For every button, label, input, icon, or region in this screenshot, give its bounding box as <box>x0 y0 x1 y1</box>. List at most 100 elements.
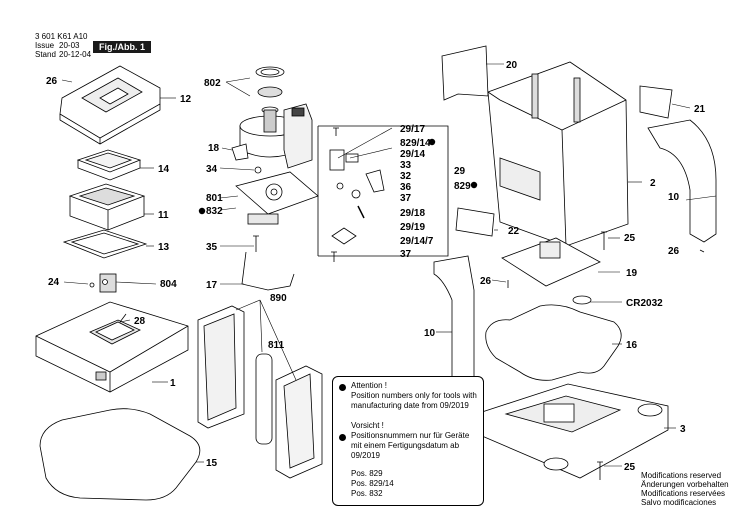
part-cr2032-battery <box>572 295 592 305</box>
notice-pos-832: Pos. 832 <box>351 489 383 498</box>
notice-en-text: Position numbers only for tools with man… <box>351 391 477 410</box>
part-18-bracket <box>231 143 249 161</box>
document-header: 3 601 K61 A10 Issue 20-03 Stand 20-12-04 <box>35 32 91 59</box>
label-22: 22 <box>508 226 520 237</box>
stand-label: Stand <box>35 50 56 59</box>
label-14: 14 <box>158 164 170 175</box>
notice-bullet-en <box>339 384 346 391</box>
part-12-top-cover <box>59 65 161 145</box>
label-21: 21 <box>694 104 706 115</box>
part-1-housing <box>35 301 189 393</box>
part-802-rotor <box>239 66 313 169</box>
issue-label: Issue <box>35 41 55 50</box>
doc-number: 3 601 K61 A10 <box>35 32 88 41</box>
part-3-base <box>481 383 669 479</box>
notice-pos-829: Pos. 829 <box>351 469 383 478</box>
label-19: 19 <box>626 268 638 279</box>
part-804-sensor <box>89 273 117 293</box>
label-11: 11 <box>158 210 169 221</box>
label-cr2032: CR2032 <box>626 298 663 309</box>
part-14-frame <box>76 149 142 181</box>
mod-line-en: Modifications reserved <box>641 471 722 480</box>
part-890-battery <box>197 305 323 479</box>
label-801: 801 <box>206 193 223 204</box>
part-2-housing <box>487 61 629 247</box>
label-35: 35 <box>206 242 218 253</box>
part-21-label <box>639 85 673 119</box>
group-29-bracket <box>317 125 449 257</box>
screw-26b <box>699 249 705 253</box>
label-10-right: 10 <box>668 192 680 203</box>
screw-25b <box>597 461 603 480</box>
label-3: 3 <box>680 424 686 435</box>
mod-line-fr: Modifications reservées <box>641 489 726 498</box>
label-29-14-7: 29/14/7 <box>400 236 434 247</box>
notice-bullet-de <box>339 434 346 441</box>
label-36: 36 <box>400 182 412 193</box>
part-20-label <box>441 45 489 101</box>
label-29-19: 29/19 <box>400 222 425 233</box>
label-37b: 37 <box>400 249 412 260</box>
notice-de-text: Positionsnummern nur für Geräte mit eine… <box>351 431 470 460</box>
issue-value: 20-03 <box>59 41 80 50</box>
part-19-pcb <box>501 237 601 287</box>
small-parts-column <box>329 127 385 262</box>
notice-de-title: Vorsicht ! <box>351 421 384 430</box>
label-28: 28 <box>134 316 146 327</box>
part-16-seal <box>485 304 622 381</box>
bullet-832 <box>198 207 206 215</box>
label-18: 18 <box>208 143 220 154</box>
stand-value: 20-12-04 <box>59 50 92 59</box>
label-26: 26 <box>46 76 58 87</box>
part-801-board <box>235 171 319 225</box>
notice-pos-829-14: Pos. 829/14 <box>351 479 394 488</box>
label-34: 34 <box>206 164 218 175</box>
leader-lines <box>61 63 717 467</box>
mod-line-de: Änderungen vorbehalten <box>641 480 729 489</box>
part-11-window <box>68 183 146 231</box>
label-17: 17 <box>206 280 218 291</box>
mod-line-es: Salvo modificaciones <box>641 498 717 507</box>
modifications-note: Modifications reserved Änderungen vorbeh… <box>641 471 729 507</box>
label-890: 890 <box>270 293 287 304</box>
label-12: 12 <box>180 94 192 105</box>
label-32: 32 <box>400 171 412 182</box>
part-10-handle-left <box>433 255 475 390</box>
label-13: 13 <box>158 242 170 253</box>
label-26b: 26 <box>668 246 680 257</box>
part-10-handle-right <box>647 119 717 243</box>
label-10-left: 10 <box>424 328 436 339</box>
label-832: 832 <box>206 206 223 217</box>
label-802: 802 <box>204 78 221 89</box>
label-29-17: 29/17 <box>400 124 425 135</box>
bullet-829-14 <box>428 138 436 146</box>
label-1: 1 <box>170 378 176 389</box>
label-20: 20 <box>506 60 518 71</box>
part-15-gasket <box>39 408 201 501</box>
part-13-seal <box>62 229 148 259</box>
notice-box: Attention ! Position numbers only for to… <box>332 376 484 506</box>
label-25a: 25 <box>624 233 636 244</box>
label-29: 29 <box>454 166 466 177</box>
label-829: 829 <box>454 181 471 192</box>
label-2: 2 <box>650 178 656 189</box>
label-811: 811 <box>268 340 285 351</box>
label-33: 33 <box>400 160 412 171</box>
part-34-screw <box>254 166 262 174</box>
label-829-14: 829/14 <box>400 138 431 149</box>
part-22-label <box>455 207 495 237</box>
label-25b: 25 <box>624 462 636 473</box>
part-labels: 26 12 802 18 34 14 801 832 11 13 35 24 8… <box>46 60 706 473</box>
label-804: 804 <box>160 279 177 290</box>
label-24: 24 <box>48 277 60 288</box>
part-35-screw <box>253 235 259 252</box>
label-15: 15 <box>206 458 218 469</box>
label-37a: 37 <box>400 193 412 204</box>
label-26c: 26 <box>480 276 492 287</box>
bullet-829 <box>470 181 478 189</box>
label-16: 16 <box>626 340 638 351</box>
figure-label: Fig./Abb. 1 <box>93 41 151 53</box>
screw-25a <box>601 231 607 250</box>
label-29-18: 29/18 <box>400 208 425 219</box>
